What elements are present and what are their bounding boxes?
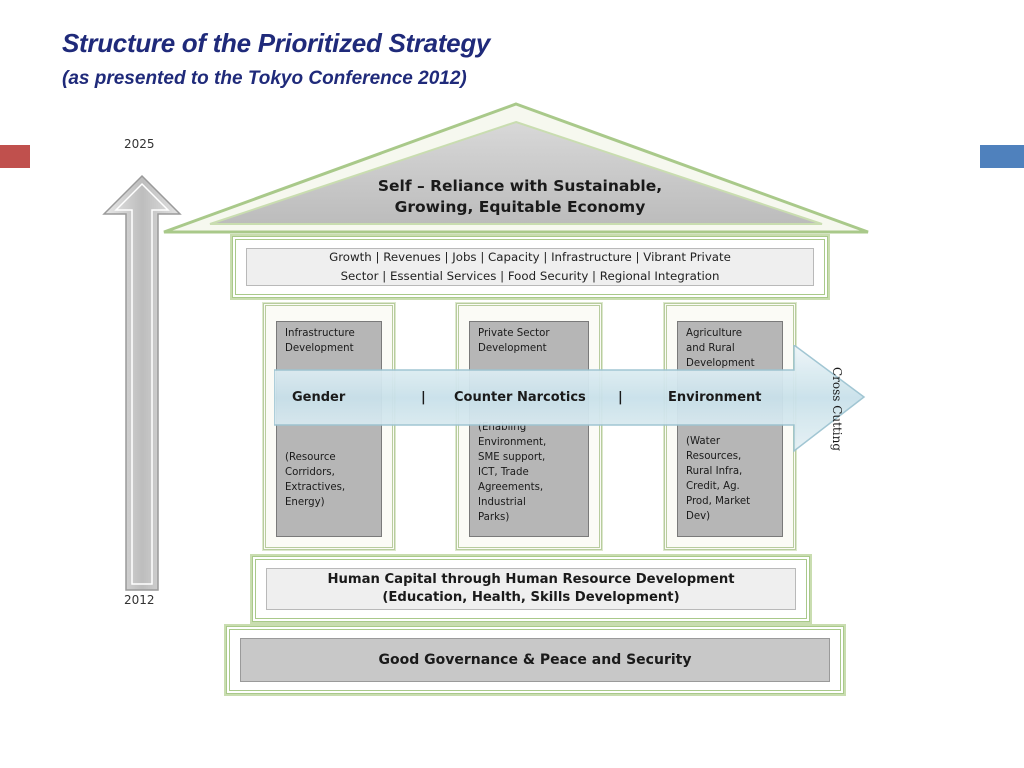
pillar-agriculture-body: Agriculture and Rural Development (Water… (677, 321, 783, 537)
pillar-agriculture: Agriculture and Rural Development (Water… (664, 303, 796, 550)
roof-pediment (163, 102, 869, 234)
roof-line-2: Growing, Equitable Economy (394, 198, 646, 216)
pillar-detail-line: SME support, (478, 452, 546, 463)
human-capital-line-1: Human Capital through Human Resource Dev… (327, 572, 735, 587)
pillar-detail-line: Corridors, (285, 467, 335, 478)
pillar-title-line: Development (686, 358, 755, 369)
pillar-detail-line: Environment, (478, 437, 547, 448)
pillar-title-line: Development (285, 343, 354, 354)
accent-bar-left (0, 145, 30, 168)
pillar-detail: (Resource Corridors, Extractives, Energy… (285, 450, 377, 510)
pillar-detail-line: Rural Infra, (686, 466, 743, 477)
frieze-line-2: Sector | Essential Services | Food Secur… (340, 269, 720, 283)
cross-cutting-separator: | (421, 390, 426, 405)
pillar-title: Private Sector Development (478, 326, 584, 356)
pillar-detail: (Water Resources, Rural Infra, Credit, A… (686, 434, 778, 524)
pillar-detail-line: ICT, Trade (478, 467, 529, 478)
pillar-detail-line: Agreements, (478, 482, 544, 493)
pillar-detail-line: Prod, Market (686, 496, 751, 507)
pillar-private-sector: Private Sector Development (Enabling Env… (456, 303, 602, 550)
pillar-detail-line: (Enabling (478, 422, 527, 433)
human-capital-line-2: (Education, Health, Skills Development) (382, 590, 680, 605)
cross-cutting-counter-narcotics: Counter Narcotics (454, 390, 586, 405)
cross-cutting-arrow (274, 345, 866, 453)
pillar-detail-line: Dev) (686, 511, 711, 522)
page-subtitle: (as presented to the Tokyo Conference 20… (62, 68, 467, 89)
pillar-title-line: and Rural (686, 343, 735, 354)
pillar-detail-line: (Resource (285, 452, 336, 463)
pillar-private-sector-body: Private Sector Development (Enabling Env… (469, 321, 589, 537)
pillar-title: Infrastructure Development (285, 326, 377, 356)
timeline-year-top: 2025 (124, 137, 155, 151)
pillar-detail-line: Energy) (285, 497, 325, 508)
pillar-detail-line: Resources, (686, 451, 742, 462)
pillar-title-line: Infrastructure (285, 328, 355, 339)
cross-cutting-separator: | (618, 390, 623, 405)
pillar-detail-line: Extractives, (285, 482, 346, 493)
pillar-detail-line: Industrial (478, 497, 526, 508)
pillar-title-line: Development (478, 343, 547, 354)
governance-foundation: Good Governance & Peace and Security (224, 624, 846, 696)
cross-cutting-gender: Gender (292, 390, 346, 405)
pillar-title: Agriculture and Rural Development (686, 326, 778, 371)
frieze-line-1: Growth | Revenues | Jobs | Capacity | In… (329, 250, 731, 264)
outcomes-frieze-inner: Growth | Revenues | Jobs | Capacity | In… (246, 248, 814, 286)
roof-goal-text: Self – Reliance with Sustainable, Growin… (300, 176, 740, 218)
accent-bar-right (980, 145, 1024, 168)
pillar-infrastructure-body: Infrastructure Development (Resource Cor… (276, 321, 382, 537)
pillar-title-line: Private Sector (478, 328, 550, 339)
cross-cutting-label: Cross Cutting (830, 366, 844, 452)
roof-line-1: Self – Reliance with Sustainable, (377, 177, 663, 195)
governance-text: Good Governance & Peace and Security (378, 652, 692, 668)
pillar-detail-line: Parks) (478, 512, 510, 523)
outcomes-frieze: Growth | Revenues | Jobs | Capacity | In… (230, 234, 830, 300)
pillar-detail-line: (Water (686, 436, 721, 447)
timeline-arrow (102, 174, 182, 591)
pillar-detail: (Enabling Environment, SME support, ICT,… (478, 420, 584, 525)
pillar-detail-line: Credit, Ag. (686, 481, 740, 492)
human-capital-foundation: Human Capital through Human Resource Dev… (250, 554, 812, 624)
pillar-infrastructure: Infrastructure Development (Resource Cor… (263, 303, 395, 550)
governance-inner: Good Governance & Peace and Security (240, 638, 830, 682)
timeline-year-bottom: 2012 (124, 593, 155, 607)
pillar-title-line: Agriculture (686, 328, 743, 339)
human-capital-inner: Human Capital through Human Resource Dev… (266, 568, 796, 610)
cross-cutting-environment: Environment (668, 390, 762, 405)
page-title: Structure of the Prioritized Strategy (62, 28, 491, 58)
